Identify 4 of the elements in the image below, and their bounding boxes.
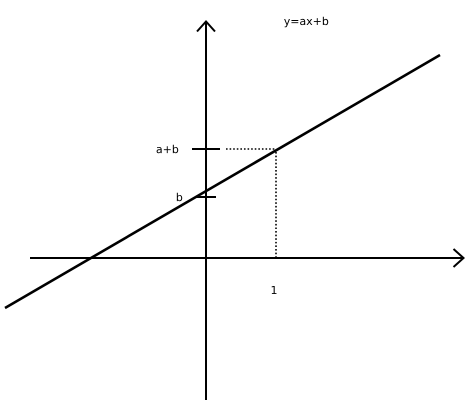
axis-label: b [176,192,182,202]
axis-label: 1 [272,286,276,294]
axis-label: y=ax+b [284,16,328,28]
axis-label: a+b [156,144,178,154]
